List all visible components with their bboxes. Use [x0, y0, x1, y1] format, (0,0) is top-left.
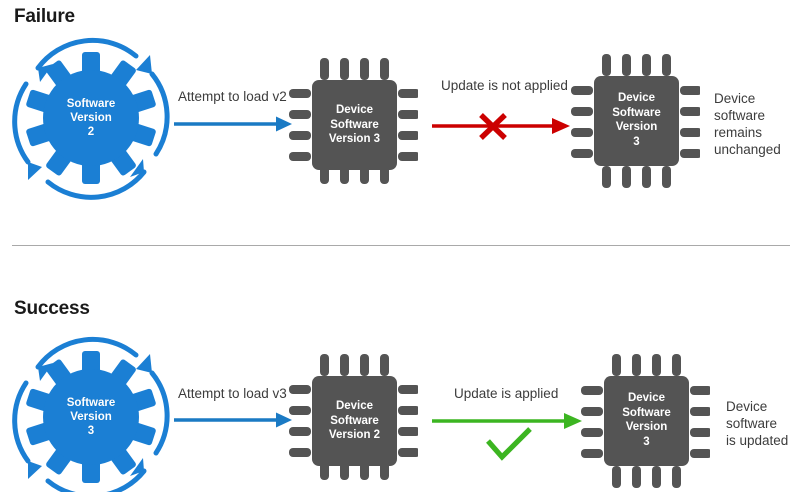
arrow-right-icon: [174, 116, 292, 132]
note-failure: Device software remains unchanged: [714, 90, 781, 158]
result-arrow-failure: [432, 110, 572, 142]
cross-icon: [479, 113, 507, 140]
arrow-right-icon: [174, 412, 292, 428]
gear-icon: [12, 336, 170, 492]
section-title-success: Success: [14, 298, 90, 319]
note-line: unchanged: [714, 142, 781, 157]
circular-arrow-heads: [28, 354, 152, 479]
caption-attempt-load-failure: Attempt to load v2: [178, 89, 287, 104]
circular-arrows-icon: [12, 336, 170, 492]
arrow-right-icon: [432, 113, 570, 140]
note-line: Device: [726, 399, 768, 414]
microchip-icon: [581, 354, 710, 488]
caption-attempt-load-success: Attempt to load v3: [178, 386, 287, 401]
result-arrow-success: [432, 405, 584, 465]
gear-assembly-failure: Software Version 2: [6, 28, 176, 208]
microchip-icon: [289, 354, 418, 480]
note-line: software: [714, 108, 766, 123]
section-title-failure: Failure: [14, 6, 75, 27]
chip-failure-after: Device Software Version 3: [570, 52, 700, 190]
section-divider: [12, 245, 790, 246]
note-line: Device: [714, 91, 756, 106]
circular-arrows-icon: [12, 37, 170, 200]
caption-update-applied: Update is applied: [454, 386, 559, 401]
load-arrow-failure: [174, 114, 294, 134]
note-line: software: [726, 416, 778, 431]
load-arrow-success: [174, 410, 294, 430]
gear-assembly-success: Software Version 3: [6, 327, 176, 492]
note-line: is updated: [726, 433, 789, 448]
check-icon: [486, 427, 532, 461]
arrow-right-icon: [432, 413, 582, 461]
chip-success-after: Device Software Version 3: [580, 352, 710, 490]
microchip-icon: [289, 58, 418, 184]
microchip-icon: [571, 54, 700, 188]
circular-arrow-heads: [28, 55, 152, 180]
caption-update-not-applied: Update is not applied: [441, 78, 568, 93]
chip-failure-before: Device Software Version 3: [288, 56, 418, 186]
chip-success-before: Device Software Version 2: [288, 352, 418, 482]
note-line: remains: [714, 125, 763, 140]
gear-icon: [12, 37, 170, 200]
note-success: Device software is updated: [726, 398, 788, 449]
